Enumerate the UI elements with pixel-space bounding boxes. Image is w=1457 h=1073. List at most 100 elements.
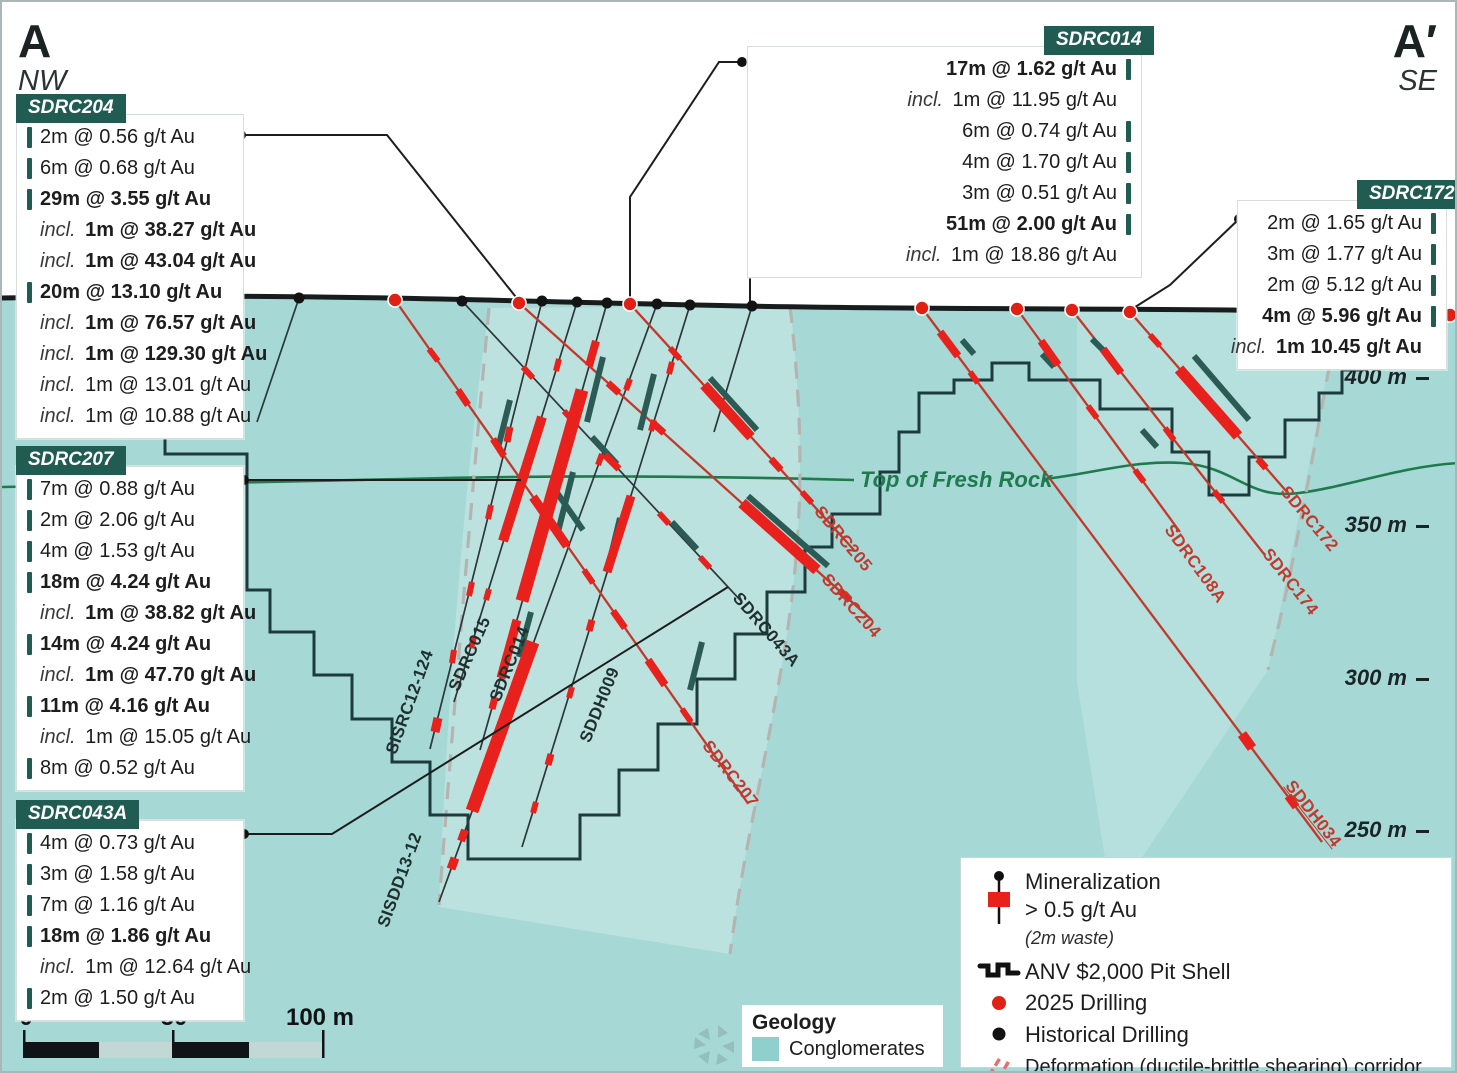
elevation-label: 250 m — [1345, 817, 1429, 843]
intercept-row: 6m @ 0.68 g/t Au — [25, 153, 235, 184]
intercept-row: incl. 1m @ 47.70 g/t Au — [40, 664, 257, 686]
intercept-row: incl. 1m @ 13.01 g/t Au — [40, 374, 252, 396]
interval-tick — [1126, 214, 1131, 235]
intercept-row: 3m @ 1.77 g/t Au — [1246, 239, 1438, 270]
intercept-row: incl. 1m @ 129.30 g/t Au — [40, 343, 268, 365]
legend-label: Historical Drilling — [1025, 1021, 1189, 1047]
interval-tick — [1126, 121, 1131, 142]
intercept-row: 2m @ 2.06 g/t Au — [25, 505, 235, 536]
conglomerates-swatch — [752, 1037, 779, 1061]
intercept-row: 7m @ 1.16 g/t Au — [25, 890, 235, 921]
deformation-icon — [973, 1052, 1025, 1071]
fresh-rock-label: Top of Fresh Rock — [860, 467, 1053, 492]
legend-label: Deformation (ductile-brittle shearing) c… — [1025, 1055, 1422, 1073]
intercept-row: 2m @ 1.50 g/t Au — [25, 983, 235, 1014]
legend-item-deformation: Deformation (ductile-brittle shearing) c… — [973, 1052, 1439, 1073]
intercept-row: 11m @ 4.16 g/t Au — [25, 691, 235, 722]
historical-drilling-icon — [973, 1022, 1025, 1046]
geology-item-conglomerates: Conglomerates — [752, 1037, 933, 1061]
intercept-row: incl. 1m @ 38.27 g/t Au — [40, 219, 257, 241]
interval-tick — [27, 864, 32, 885]
intercept-row: 20m @ 13.10 g/t Au — [25, 277, 235, 308]
interval-tick — [1431, 275, 1436, 296]
interval-tick — [27, 127, 32, 148]
intercept-list: 17m @ 1.62 g/t Au incl. 1m @ 11.95 g/t Au… — [756, 54, 1133, 271]
2025-collars — [387, 292, 1455, 323]
intercept-row: 18m @ 4.24 g/t Au — [25, 567, 235, 598]
intercept-row: 3m @ 0.51 g/t Au — [756, 178, 1133, 209]
intercept-row: 4m @ 0.73 g/t Au — [25, 828, 235, 859]
intercept-row: incl. 1m @ 11.95 g/t Au — [907, 89, 1117, 111]
deformation-corridor-lines — [437, 305, 1342, 955]
interval-tick — [27, 510, 32, 531]
intercept-row: incl. 1m 10.45 g/t Au — [1230, 336, 1422, 358]
intercept-row: 2m @ 1.65 g/t Au — [1246, 208, 1438, 239]
interval-tick — [1126, 59, 1131, 80]
logo-watermark — [694, 1025, 734, 1065]
intercept-row: 14m @ 4.24 g/t Au — [25, 629, 235, 660]
intercept-row: incl. 1m @ 12.64 g/t Au — [40, 956, 252, 978]
intercept-row: 2m @ 0.56 g/t Au — [25, 122, 235, 153]
callout-sdrc014: 17m @ 1.62 g/t Au incl. 1m @ 11.95 g/t Au… — [747, 46, 1142, 278]
interval-tick — [27, 926, 32, 947]
interval-tick — [27, 479, 32, 500]
intercept-row: incl. 1m @ 10.88 g/t Au — [40, 405, 252, 427]
callout-chip-sdrc207: SDRC207 — [16, 446, 126, 475]
callout-chip-sdrc043a: SDRC043A — [16, 800, 140, 829]
interval-tick — [27, 572, 32, 593]
interval-tick — [27, 541, 32, 562]
geology-title: Geology — [752, 1011, 837, 1034]
interval-tick — [27, 988, 32, 1009]
interval-tick — [1126, 152, 1131, 173]
interval-tick — [27, 833, 32, 854]
geology-label: Conglomerates — [789, 1037, 925, 1060]
intercept-row: 29m @ 3.55 g/t Au — [25, 184, 235, 215]
intercept-row: incl. 1m @ 15.05 g/t Au — [40, 726, 252, 748]
intercept-row: 18m @ 1.86 g/t Au — [25, 921, 235, 952]
intercept-row: 4m @ 1.70 g/t Au — [756, 147, 1133, 178]
intercept-row: 51m @ 2.00 g/t Au — [756, 209, 1133, 240]
callout-chip-sdrc204: SDRC204 — [16, 94, 126, 123]
intercept-row: 4m @ 1.53 g/t Au — [25, 536, 235, 567]
geology-legend: Geology Conglomerates — [742, 1005, 943, 1067]
legend-item-historical-drilling: Historical Drilling — [973, 1021, 1439, 1049]
interval-tick — [27, 282, 32, 303]
interval-tick — [27, 758, 32, 779]
legend-label: ANV $2,000 Pit Shell — [1025, 958, 1231, 984]
section-marker-a-prime: A′ SE — [1393, 18, 1437, 99]
section-direction-se: SE — [1398, 65, 1437, 97]
interval-tick — [1431, 213, 1436, 234]
interval-tick — [1126, 183, 1131, 204]
callout-chip-sdrc014: SDRC014 — [1044, 26, 1154, 55]
intercept-row: 8m @ 0.52 g/t Au — [25, 753, 235, 784]
section-letter-a: A — [18, 15, 52, 67]
pit-shell-icon — [973, 958, 1025, 984]
intercept-row: incl. 1m @ 18.86 g/t Au — [905, 244, 1117, 266]
legend-label: 2025 Drilling — [1025, 990, 1148, 1015]
interval-tick — [1431, 244, 1436, 265]
scale-label-100: 100 m — [285, 1004, 355, 1031]
intercept-row: incl. 1m @ 43.04 g/t Au — [40, 250, 257, 272]
elevation-label: 350 m — [1345, 512, 1429, 538]
callout-chip-sdrc172: SDRC172 — [1357, 180, 1455, 209]
intercept-row: 3m @ 1.58 g/t Au — [25, 859, 235, 890]
mineralization-bands — [426, 329, 1300, 871]
intercept-row: 17m @ 1.62 g/t Au — [756, 54, 1133, 85]
legend-item-mineralization: Mineralization > 0.5 g/t Au (2m waste) — [973, 868, 1439, 951]
elevation-label: 300 m — [1345, 665, 1429, 691]
legend-item-pit-shell: ANV $2,000 Pit Shell — [973, 958, 1439, 986]
interval-tick — [1431, 306, 1436, 327]
2025-drilling-icon — [973, 991, 1025, 1015]
historical-collars — [293, 292, 758, 312]
interval-tick — [27, 189, 32, 210]
interval-tick — [27, 158, 32, 179]
scale-bar-graphic — [23, 1030, 325, 1058]
